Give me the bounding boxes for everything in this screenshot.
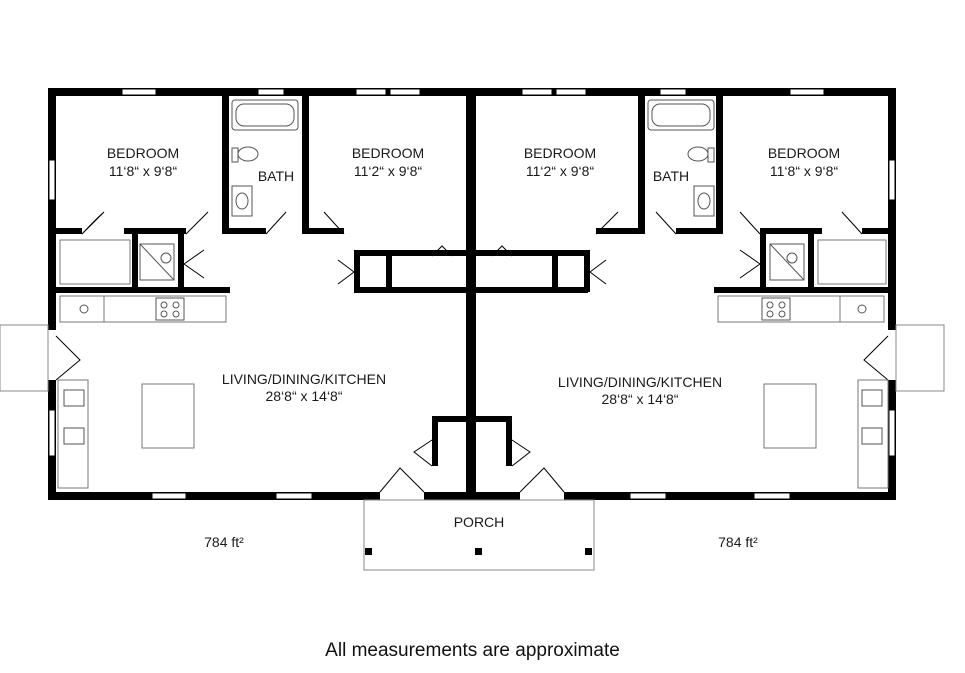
interior-walls-right — [476, 96, 888, 466]
exterior-walls — [48, 88, 896, 500]
bedroom-1-label: BEDROOM — [107, 145, 179, 161]
door-swings — [55, 211, 889, 493]
kitchen-counters — [57, 239, 889, 489]
bath-2-label: BATH — [653, 168, 689, 184]
unit-1-area: 784 ft² — [204, 534, 244, 550]
bath-1-label: BATH — [258, 168, 294, 184]
bedroom-1-size: 11‘8“ x 9‘8“ — [109, 163, 178, 179]
living-1-size: 28‘8“ x 14‘8“ — [265, 388, 342, 404]
exterior-door-gaps — [47, 330, 897, 501]
living-2-label: LIVING/DINING/KITCHEN — [558, 374, 722, 390]
bedroom-2-label: BEDROOM — [352, 145, 424, 161]
bath-fixtures — [139, 99, 805, 281]
side-stoops — [0, 324, 945, 392]
porch-label: PORCH — [454, 514, 505, 530]
bedroom-2-size: 11‘2“ x 9‘8“ — [354, 163, 423, 179]
bedroom-3-label: BEDROOM — [524, 145, 596, 161]
living-1-label: LIVING/DINING/KITCHEN — [222, 371, 386, 387]
living-2-size: 28‘8“ x 14‘8“ — [601, 391, 678, 407]
windows — [48, 88, 896, 500]
room-labels: BEDROOM 11‘8“ x 9‘8“ BATH BEDROOM 11‘2“ … — [107, 145, 840, 550]
bedroom-4-label: BEDROOM — [768, 145, 840, 161]
bedroom-4-size: 11‘8“ x 9‘8“ — [770, 163, 839, 179]
unit-2-area: 784 ft² — [718, 534, 758, 550]
kitchen-fixtures — [63, 297, 883, 445]
porch — [363, 499, 595, 571]
bedroom-3-size: 11‘2“ x 9‘8“ — [526, 163, 595, 179]
measurements-note: All measurements are approximate — [325, 640, 620, 661]
interior-walls-left — [56, 96, 466, 466]
